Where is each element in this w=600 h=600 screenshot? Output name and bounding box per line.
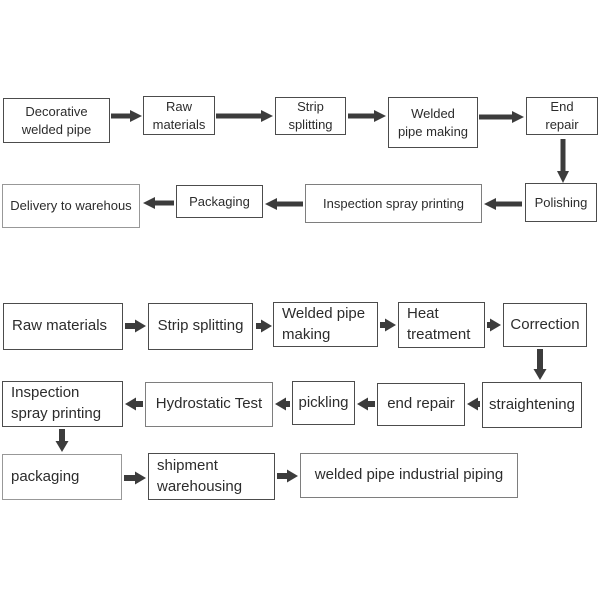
fc2-node-strip-splitting: Strip splitting	[148, 303, 253, 350]
node-label: Heat treatment	[407, 305, 471, 343]
node-label: Welded pipe making	[282, 304, 366, 343]
node-label: Decorative welded pipe	[21, 103, 92, 137]
fc1-node-packaging: Packaging	[176, 185, 263, 218]
node-label: Hydrostatic Test	[155, 395, 263, 413]
node-label: Packaging	[189, 193, 250, 209]
fc1-node-polishing: Polishing	[525, 183, 597, 222]
fc1-node-end-repair: End repair	[526, 97, 598, 135]
node-label: Polishing	[534, 194, 588, 210]
fc1-node-welded-pipe-making: Welded pipe making	[388, 97, 478, 148]
node-label: straightening	[489, 395, 575, 413]
node-label: Inspection spray printing	[11, 384, 102, 422]
node-label: End repair	[545, 99, 579, 132]
node-label: Correction	[510, 315, 580, 333]
fc2-node-hydrostatic-test: Hydrostatic Test	[145, 382, 273, 427]
fc2-node-heat-treatment: Heat treatment	[398, 302, 485, 348]
fc1-node-decorative-welded-pipe: Decorative welded pipe	[3, 98, 110, 143]
node-label: Welded pipe making	[397, 105, 469, 139]
node-label: welded pipe industrial piping	[314, 466, 504, 484]
fc2-node-raw-materials: Raw materials	[3, 303, 123, 350]
fc1-node-raw-materials: Raw materials	[143, 96, 215, 135]
node-label: shipment warehousing	[157, 456, 243, 495]
fc2-node-correction: Correction	[503, 303, 587, 347]
fc2-node-end-repair: end repair	[377, 383, 465, 426]
node-label: Raw materials	[152, 98, 206, 132]
node-label: Raw materials	[12, 317, 108, 335]
node-label: Strip splitting	[288, 99, 333, 132]
fc2-node-inspection-spray-printing: Inspection spray printing	[2, 381, 123, 427]
fc2-node-pickling: pickling	[292, 381, 355, 425]
node-label: Strip splitting	[157, 317, 244, 335]
fc2-node-packaging: packaging	[2, 454, 122, 500]
fc1-node-strip-splitting: Strip splitting	[275, 97, 346, 135]
fc1-node-delivery-to-warehouse: Delivery to warehous	[2, 184, 140, 228]
fc2-node-straightening: straightening	[482, 382, 582, 428]
node-label: end repair	[387, 395, 455, 413]
node-label: packaging	[11, 467, 80, 485]
node-label: Inspection spray printing	[323, 195, 464, 211]
fc2-node-shipment-warehousing: shipment warehousing	[148, 453, 275, 500]
fc2-node-welded-pipe-industrial-piping: welded pipe industrial piping	[300, 453, 518, 498]
fc1-node-inspection-spray-printing: Inspection spray printing	[305, 184, 482, 223]
node-label: pickling	[298, 393, 349, 411]
fc2-node-welded-pipe-making: Welded pipe making	[273, 302, 378, 347]
node-label: Delivery to warehous	[10, 198, 132, 214]
